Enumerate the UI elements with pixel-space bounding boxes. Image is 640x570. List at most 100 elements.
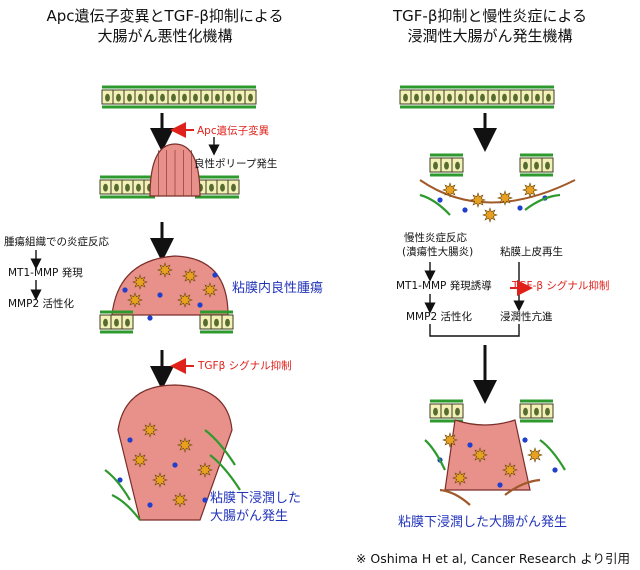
blue-cell <box>497 482 503 488</box>
cell-nucleus <box>231 183 236 192</box>
cell-nucleus <box>149 93 154 102</box>
merge-bracket <box>429 324 520 337</box>
inflammatory-cell <box>522 182 538 198</box>
stromal-fiber <box>539 439 566 471</box>
cell-nucleus <box>414 93 419 102</box>
tumor-mass <box>117 384 233 521</box>
mt1mmp-induction-label: MT1-MMP 発現誘導 <box>396 280 492 292</box>
blue-cell <box>157 292 163 298</box>
cell-nucleus <box>433 407 438 416</box>
mucosal-regeneration-label: 粘膜上皮再生 <box>500 246 563 258</box>
cell-nucleus <box>455 407 460 416</box>
cell-nucleus <box>535 93 540 102</box>
apc-mutation-label: Apc遺伝子変異 <box>197 125 270 137</box>
cell-nucleus <box>116 93 121 102</box>
cell-nucleus <box>502 93 507 102</box>
cell-nucleus <box>209 183 214 192</box>
cell-nucleus <box>534 161 539 170</box>
blue-cell <box>462 207 468 213</box>
blue-cell <box>522 437 528 443</box>
cell-nucleus <box>215 93 220 102</box>
cell-nucleus <box>226 93 231 102</box>
cell-nucleus <box>203 318 208 327</box>
mmp2-label-right: MMP2 活性化 <box>406 311 472 323</box>
mmp2-label: MMP2 活性化 <box>8 298 74 310</box>
invasion-label: 浸潤性亢進 <box>500 311 553 323</box>
chronic-inflammation-label-2: (潰瘍性大腸炎) <box>402 246 474 258</box>
cell-nucleus <box>403 93 408 102</box>
right-title-line1: TGF-β抑制と慢性炎症による <box>393 7 587 25</box>
right-title-line2: 浸潤性大腸がん発生機構 <box>407 27 573 45</box>
cell-nucleus <box>225 318 230 327</box>
stromal-fiber <box>204 429 236 466</box>
cell-nucleus <box>444 161 449 170</box>
left-title-line2: 大腸がん悪性化機構 <box>97 27 233 45</box>
cell-nucleus <box>136 183 141 192</box>
cell-nucleus <box>171 93 176 102</box>
cell-nucleus <box>523 407 528 416</box>
left-title-line1: Apc遺伝子変異とTGF-β抑制による <box>46 7 284 25</box>
inflammatory-cell <box>132 452 148 468</box>
cell-nucleus <box>114 318 119 327</box>
cell-nucleus <box>125 183 130 192</box>
blue-cell <box>117 477 123 483</box>
blue-cell <box>467 442 473 448</box>
tgf-suppression-label-right: TGF-β シグナル抑制 <box>512 280 610 292</box>
cell-nucleus <box>204 93 209 102</box>
blue-cell <box>127 437 133 443</box>
cell-nucleus <box>458 93 463 102</box>
inflammatory-cell <box>202 282 218 298</box>
inflammatory-cell <box>132 274 148 290</box>
blue-cell <box>147 502 153 508</box>
inflammatory-cell <box>157 262 173 278</box>
citation: ※ Oshima H et al, Cancer Research より引用 <box>355 551 630 566</box>
inflammatory-cell <box>152 472 168 488</box>
stromal-fiber <box>209 454 241 491</box>
cell-nucleus <box>193 93 198 102</box>
cell-nucleus <box>523 161 528 170</box>
tgf-suppression-label-left: TGFβ シグナル抑制 <box>198 360 292 372</box>
inflammatory-cell <box>482 207 498 223</box>
cell-nucleus <box>103 183 108 192</box>
blue-cell <box>197 302 203 308</box>
cell-nucleus <box>220 183 225 192</box>
inflammatory-cell <box>442 432 458 448</box>
cell-nucleus <box>105 93 110 102</box>
cell-nucleus <box>469 93 474 102</box>
inflammatory-cell <box>502 462 518 478</box>
cell-nucleus <box>545 161 550 170</box>
cell-nucleus <box>534 407 539 416</box>
cell-nucleus <box>444 407 449 416</box>
inflammatory-cell <box>142 422 158 438</box>
tumor-inflammation-label: 腫瘍組織での炎症反応 <box>4 236 109 248</box>
blue-cell <box>122 287 128 293</box>
cell-nucleus <box>182 93 187 102</box>
cell-nucleus <box>480 93 485 102</box>
stromal-fiber <box>111 494 141 521</box>
cell-nucleus <box>114 183 119 192</box>
cell-nucleus <box>248 93 253 102</box>
submucosal-label-right: 粘膜下浸潤した大腸がん発生 <box>398 515 568 530</box>
cell-nucleus <box>127 93 132 102</box>
inflammatory-cell <box>442 182 458 198</box>
inflammatory-cell <box>497 190 513 206</box>
cell-nucleus <box>103 318 108 327</box>
cell-nucleus <box>513 93 518 102</box>
cell-nucleus <box>433 161 438 170</box>
blue-cell <box>552 467 558 473</box>
inflammatory-cell <box>127 292 143 308</box>
blue-cell <box>212 272 218 278</box>
benign-polyp-label: 良性ポリープ発生 <box>194 158 278 170</box>
cell-nucleus <box>546 93 551 102</box>
inflammatory-cell <box>472 447 488 463</box>
cell-nucleus <box>125 318 130 327</box>
cell-nucleus <box>436 93 441 102</box>
stromal-fiber <box>439 488 471 506</box>
mt1mmp-label: MT1-MMP 発現 <box>8 267 83 279</box>
cell-nucleus <box>138 93 143 102</box>
left-title: Apc遺伝子変異とTGF-β抑制による 大腸がん悪性化機構 <box>30 6 300 46</box>
blue-cell <box>147 315 153 321</box>
cell-nucleus <box>447 93 452 102</box>
stromal-fiber <box>424 439 446 471</box>
